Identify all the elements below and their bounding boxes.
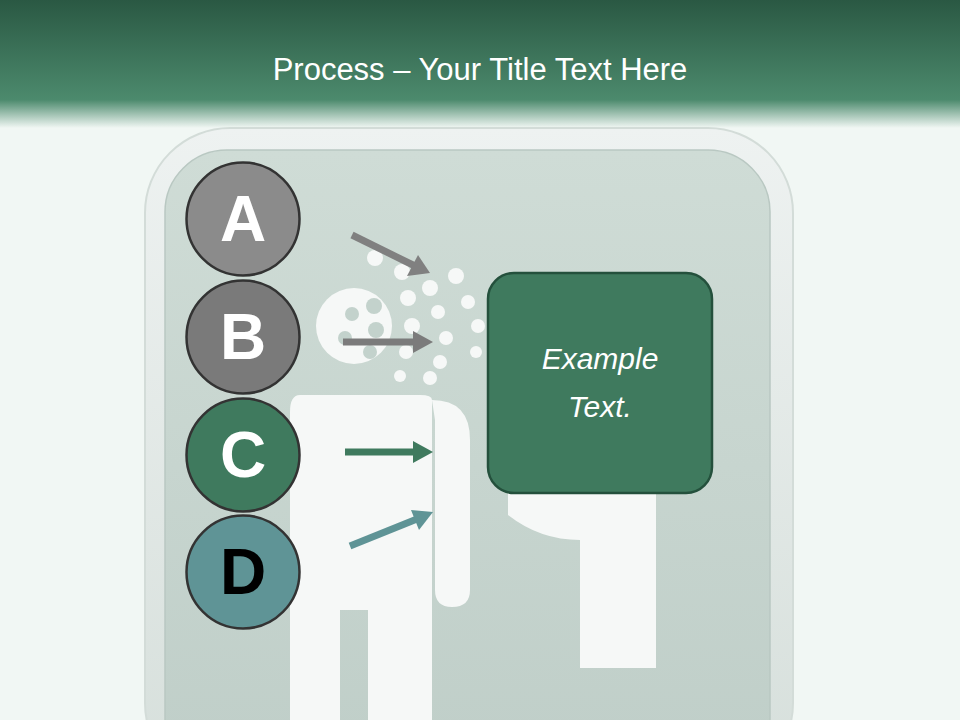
face-dots: [338, 298, 384, 359]
circle-shape: [187, 281, 300, 394]
step-circle: D: [185, 514, 301, 630]
title-banner: [0, 0, 960, 128]
text-box: Example Text.: [487, 272, 713, 494]
step-circle: B: [185, 279, 301, 395]
circle-shape: [187, 516, 300, 629]
second-person: [508, 476, 656, 668]
pointer-arrows: [343, 235, 433, 546]
box-shape: [488, 273, 712, 493]
step-circle: A: [185, 161, 301, 277]
step-circle: C: [185, 397, 301, 513]
icon-bevel: [145, 128, 793, 720]
box-outline: [487, 272, 713, 494]
sneezing-person: [290, 288, 470, 720]
step-letter: A: [220, 187, 266, 251]
step-letter: C: [220, 423, 266, 487]
slide-title: Process – Your Title Text Here: [0, 52, 960, 88]
step-letter: D: [220, 540, 266, 604]
circle-shape: [187, 399, 300, 512]
circle-shape: [187, 163, 300, 276]
step-letter: B: [220, 305, 266, 369]
body-text: Example Text.: [515, 335, 685, 431]
icon-face: [165, 150, 770, 720]
